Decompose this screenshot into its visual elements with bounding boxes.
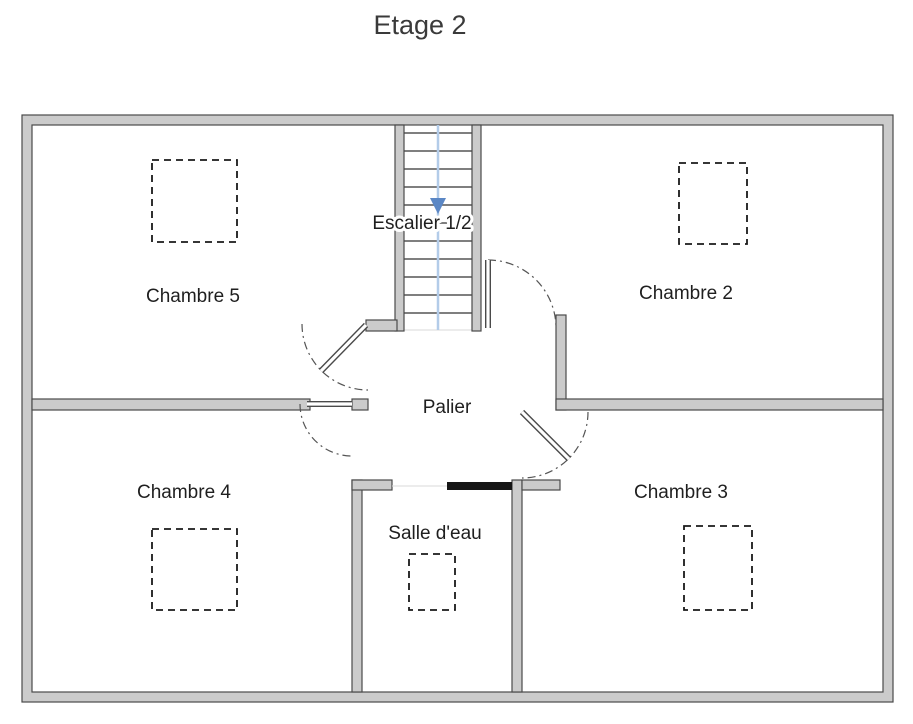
left-dividing-wall: [31, 398, 311, 411]
room-labels: Chambre 5 Chambre 2 Chambre 4 Chambre 3 …: [137, 210, 733, 544]
doors: [299, 259, 589, 479]
door-arc-chambre4: [299, 403, 353, 457]
roof-window-chambre4: [151, 528, 238, 611]
roof-window-chambre3: [683, 525, 753, 611]
page-title: Etage 2: [373, 10, 466, 40]
door-arc-chambre5: [301, 323, 369, 391]
roof-window-chambre2: [678, 162, 748, 245]
roof-windows: [151, 159, 753, 611]
room-label-chambre2: Chambre 2: [639, 283, 733, 304]
door-leaf-chambre5: [318, 322, 369, 374]
room-label-escalier: Escalier 1/2: [372, 213, 471, 234]
bathroom-top-right-stub: [521, 479, 561, 491]
bathroom-top-left-stub: [351, 479, 393, 491]
room-label-chambre3: Chambre 3: [634, 482, 728, 503]
staircase: [404, 125, 472, 331]
stair-bottom-stub-wall: [365, 319, 398, 332]
bathroom-right-wall: [511, 479, 523, 693]
roof-window-salle-deau: [408, 553, 456, 611]
palier-right-wall: [555, 314, 567, 411]
interior-walls: [31, 124, 884, 693]
stair-right-wall: [471, 124, 482, 332]
stair-left-wall: [394, 124, 405, 332]
right-dividing-wall: [555, 398, 884, 411]
room-label-salle-deau: Salle d'eau: [388, 523, 481, 544]
door-arc-chambre2: [487, 259, 557, 329]
room-label-chambre4: Chambre 4: [137, 482, 231, 503]
room-label-chambre5: Chambre 5: [146, 286, 240, 307]
door-arc-chambre3: [521, 411, 589, 479]
left-dividing-stub-wall: [351, 398, 369, 411]
stair-down-arrow-icon: [430, 198, 446, 214]
bathroom-door-bar: [447, 482, 512, 490]
bathroom-left-wall: [351, 479, 363, 693]
roof-window-chambre5: [151, 159, 238, 243]
door-leaf-chambre3: [519, 409, 572, 462]
room-label-palier: Palier: [423, 397, 472, 418]
